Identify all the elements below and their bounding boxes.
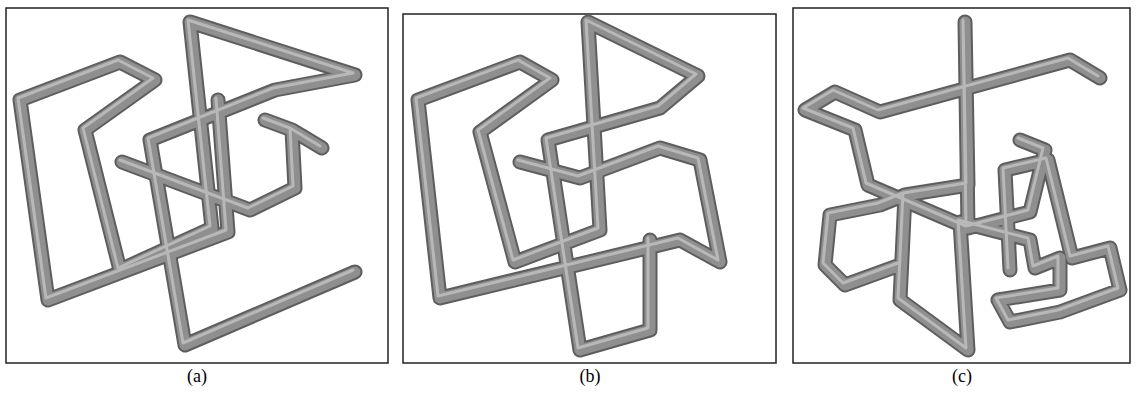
panel-label: (c) [952, 366, 972, 387]
panel-label: (b) [580, 366, 601, 387]
panel-frame [6, 8, 1130, 363]
lattice-tube [18, 20, 1120, 350]
panel-label: (a) [187, 366, 207, 387]
